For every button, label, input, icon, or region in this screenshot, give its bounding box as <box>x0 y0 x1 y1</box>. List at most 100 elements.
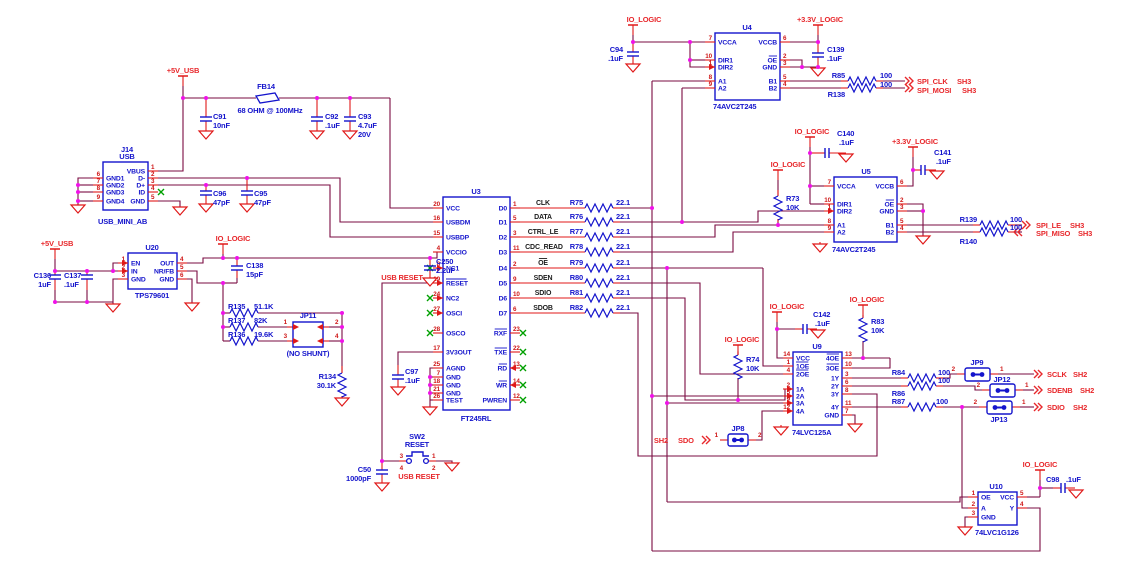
input-arrow-icon <box>828 208 834 214</box>
component-label: R139 <box>960 215 977 224</box>
pin-name: A <box>981 506 986 513</box>
junction-dot <box>650 394 654 398</box>
pin-name: 2A <box>796 394 805 401</box>
pin-name: VCCB <box>758 40 777 47</box>
net-label: SH2 <box>1073 370 1087 379</box>
net-label: SH2 <box>654 436 668 445</box>
wire <box>652 507 1041 552</box>
resistor-symbol <box>336 372 348 398</box>
pin-name: IN <box>131 269 138 276</box>
pin-name: WR <box>496 383 507 390</box>
pin-number: 6 <box>513 306 517 313</box>
pin-name: TEST <box>446 398 464 405</box>
pin-name: GND <box>762 65 777 72</box>
jumper-pin-number: 1 <box>284 319 288 326</box>
ground-symbol <box>928 170 946 180</box>
switch-pin-number: 1 <box>432 453 436 460</box>
component-label: 100 <box>936 397 948 406</box>
pin-name: D+ <box>136 183 145 190</box>
signal-label: SDEN <box>534 275 553 282</box>
pin-number: 9 <box>787 396 791 403</box>
resistor-symbol <box>584 216 614 228</box>
no-connect-x-icon <box>519 329 527 337</box>
no-connect-x-icon <box>157 188 165 196</box>
junction-dot <box>808 151 812 155</box>
component-label: 10nF <box>213 121 230 130</box>
component-label: C97 <box>405 367 418 376</box>
component-label: FB14 <box>257 82 276 91</box>
ic-part-label: 74LVC125A <box>792 428 832 437</box>
ic-part-label: USB_MINI_AB <box>98 217 148 226</box>
pin-name: AGND <box>446 366 466 373</box>
component-label: 22.1 <box>616 212 630 221</box>
pin-name: RESET <box>446 281 469 288</box>
junction-dot <box>53 300 57 304</box>
ground-symbol <box>837 153 855 163</box>
input-arrow-icon <box>787 408 793 414</box>
component-label: C91 <box>213 112 226 121</box>
pin-number: 14 <box>513 378 520 385</box>
pin-name: D- <box>138 176 145 183</box>
net-label: SH2 <box>1080 386 1094 395</box>
jumper-pin-number: 2 <box>335 319 339 326</box>
ic-part-label: FT245RL <box>461 414 492 423</box>
pin-number: 3 <box>900 204 904 211</box>
component-label: .1uF <box>839 138 854 147</box>
component-label: 22.1 <box>616 303 630 312</box>
junction-dot <box>665 266 669 270</box>
component-label: .1uF <box>1066 475 1081 484</box>
component-label: C92 <box>325 112 338 121</box>
component-label: 100 <box>1010 215 1022 224</box>
pin-name: B1 <box>886 223 895 230</box>
input-arrow-icon <box>787 393 793 399</box>
component-label: 2.2uF <box>436 266 455 275</box>
wire <box>907 157 914 187</box>
pin-name: EN <box>131 261 140 268</box>
pin-name: NC2 <box>446 296 460 303</box>
wire <box>667 496 968 503</box>
junction-dot <box>776 223 780 227</box>
net-label: SDO <box>678 436 694 445</box>
component-label: 100 <box>938 376 950 385</box>
ground-symbol <box>624 63 642 73</box>
jumper-jp11 <box>292 321 324 348</box>
net-label: SDENB <box>1047 386 1073 395</box>
component-label: R84 <box>892 368 906 377</box>
ground-symbol <box>846 423 864 433</box>
jumper-pin-number: 2 <box>758 432 762 439</box>
ic-part-label: 74AVC2T245 <box>832 245 875 254</box>
pin-name: VCCB <box>875 184 894 191</box>
wire <box>148 184 433 238</box>
wire <box>187 270 223 284</box>
component-label: R76 <box>570 212 583 221</box>
pin-name: A2 <box>718 86 727 93</box>
ground-symbol <box>421 277 439 287</box>
component-label: 51.1K <box>254 302 274 311</box>
power-net-label: +5V_USB <box>167 66 200 75</box>
net-label: SH3 <box>1078 229 1092 238</box>
component-label: R79 <box>570 258 583 267</box>
pin-name: 1OE <box>796 364 810 371</box>
component-label: R81 <box>570 288 583 297</box>
signal-label: SDOB <box>533 305 553 312</box>
junction-dot <box>665 401 669 405</box>
net-label: SPI_LE <box>1036 221 1061 230</box>
ground-symbol <box>811 243 829 253</box>
component-label: 10K <box>786 203 800 212</box>
component-label: R137 <box>228 316 245 325</box>
component-label: 47pF <box>254 198 271 207</box>
pin-name: DIR1 <box>837 202 852 209</box>
junction-dot <box>380 459 384 463</box>
pin-number: 8 <box>437 261 441 268</box>
component-label: 22.1 <box>616 227 630 236</box>
component-label: R78 <box>570 242 583 251</box>
component-label: .1uF <box>815 319 830 328</box>
ground-symbol <box>183 302 201 312</box>
pin-number: 1 <box>709 60 713 67</box>
ground-symbol <box>197 203 215 213</box>
component-label: C139 <box>827 45 844 54</box>
power-net-label: +3.3V_LOGIC <box>892 137 939 146</box>
ic-ref-label: U20 <box>145 243 158 252</box>
component-label: R82 <box>570 303 583 312</box>
switch-sw2 <box>406 451 429 457</box>
